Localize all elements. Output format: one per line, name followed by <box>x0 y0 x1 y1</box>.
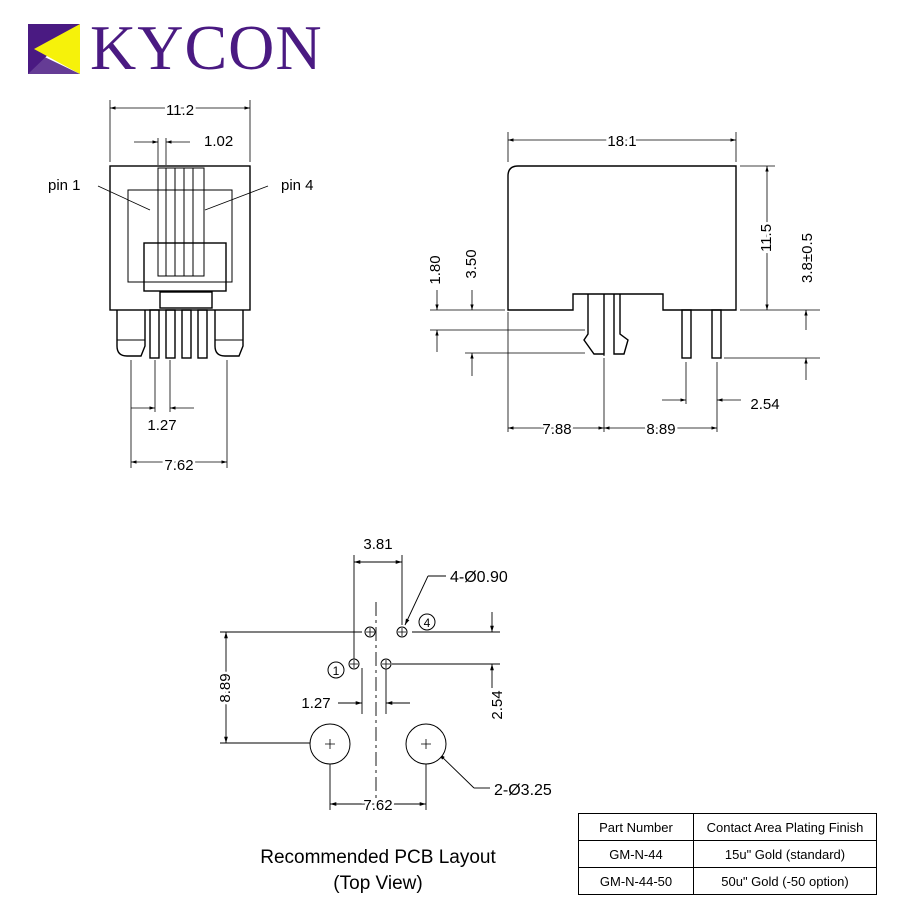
label-pin-1: pin 1 <box>48 177 81 194</box>
dim-11-2: 11.2 <box>166 102 194 119</box>
label-pin-4: pin 4 <box>281 177 314 194</box>
hole-small-1 <box>364 626 376 638</box>
front-contacts <box>157 167 205 277</box>
parts-table-header: Part Number Contact Area Plating Finish <box>578 813 877 841</box>
pin1-marker: 1 <box>333 664 340 678</box>
front-lead-1 <box>149 309 160 359</box>
logo-mark-icon <box>28 24 80 74</box>
dim-7-62-pcb: 7.62 <box>363 797 392 814</box>
dim-7-62-front: 7.62 <box>164 457 193 474</box>
hole-small-label: 4-Ø0.90 <box>450 569 508 586</box>
dim-1-80: 1.80 <box>427 255 444 284</box>
col-part-number: Part Number <box>578 813 694 841</box>
pcb-layout <box>220 555 500 810</box>
table-row: GM-N-44 15u" Gold (standard) <box>578 840 877 868</box>
front-lead-2 <box>165 309 176 359</box>
dim-8-89-pcb: 8.89 <box>217 673 234 702</box>
side-post-left <box>583 294 605 355</box>
dim-3-81: 3.81 <box>363 536 392 553</box>
front-lead-4 <box>197 309 208 359</box>
dim-3-8: 3.8±0.5 <box>799 233 816 283</box>
col-plating-finish: Contact Area Plating Finish <box>693 813 877 841</box>
parts-table: Part Number Contact Area Plating Finish … <box>578 813 877 895</box>
front-cavity <box>127 189 233 283</box>
hole-large-1 <box>309 723 351 765</box>
front-dimensions <box>97 100 269 468</box>
front-view <box>109 165 251 359</box>
pin4-marker: 4 <box>424 616 431 630</box>
kycon-logo: KYCON <box>28 16 328 80</box>
dim-18-1: 18.1 <box>607 133 636 150</box>
dim-1-27-pcb: 1.27 <box>301 695 330 712</box>
part-number-cell: GM-N-44-50 <box>578 867 694 895</box>
hole-small-2 <box>396 626 408 638</box>
front-body-outline <box>109 165 251 311</box>
front-lead-3 <box>181 309 192 359</box>
pcb-caption-line2: (Top View) <box>333 873 423 894</box>
side-post-right <box>613 294 629 355</box>
side-dimensions <box>430 132 820 432</box>
pin1-marker-circle <box>327 661 345 679</box>
dim-3-50: 3.50 <box>463 249 480 278</box>
hole-large-2 <box>405 723 447 765</box>
plating-cell: 50u" Gold (-50 option) <box>693 867 877 895</box>
front-latch <box>159 291 213 309</box>
front-post-left <box>116 310 146 357</box>
front-plug-opening <box>143 242 227 292</box>
hole-small-4 <box>380 658 392 670</box>
pcb-holes <box>309 613 447 765</box>
part-number-cell: GM-N-44 <box>578 840 694 868</box>
pin4-marker-circle <box>418 613 436 631</box>
dim-2-54-pcb: 2.54 <box>489 690 506 719</box>
dim-1-27-front: 1.27 <box>147 417 176 434</box>
table-row: GM-N-44-50 50u" Gold (-50 option) <box>578 867 877 895</box>
side-body-outline <box>507 165 737 311</box>
logo-wordmark: KYCON <box>90 12 323 83</box>
dim-11-5: 11.5 <box>758 224 775 252</box>
side-lead-2 <box>711 309 722 359</box>
hole-large-label: 2-Ø3.25 <box>494 782 552 799</box>
dim-1-02: 1.02 <box>204 133 233 150</box>
hole-small-3 <box>348 658 360 670</box>
front-post-right <box>214 310 244 357</box>
dim-7-88: 7.88 <box>542 421 571 438</box>
dim-8-89-side: 8.89 <box>646 421 675 438</box>
plating-cell: 15u" Gold (standard) <box>693 840 877 868</box>
side-lead-1 <box>681 309 692 359</box>
dim-2-54-side: 2.54 <box>750 396 779 413</box>
pcb-caption-line1: Recommended PCB Layout <box>260 847 496 868</box>
side-view <box>507 165 737 359</box>
